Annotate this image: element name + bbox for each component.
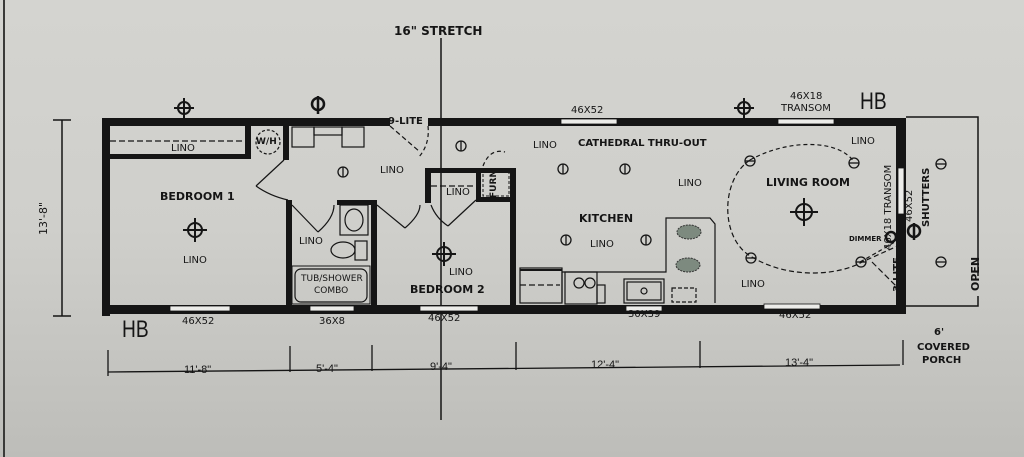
shutters-label: SHUTTERS: [921, 167, 932, 227]
bedroom2-closet-floor: LINO: [446, 187, 470, 198]
end-wall-window: 46X52: [904, 189, 915, 222]
living-floor-top: LINO: [851, 136, 875, 147]
bedroom1-label: BEDROOM 1: [160, 190, 235, 203]
bedroom1-floor: LINO: [183, 255, 207, 266]
bedroom2-label: BEDROOM 2: [410, 283, 485, 296]
window-bed1: 46X52: [182, 316, 215, 327]
hitch-label-right: HB: [860, 88, 887, 115]
dimension-1: 11'-8": [184, 364, 212, 376]
cathedral-label: CATHEDRAL THRU-OUT: [578, 138, 707, 149]
open-label: OPEN: [969, 256, 982, 291]
dimension-5: 13'-4": [785, 357, 814, 369]
window-bed2: 46X52: [428, 313, 461, 324]
window-living-top-size: 46X18: [790, 91, 823, 102]
living-floor-bottom: LINO: [741, 279, 765, 290]
window-living-top-transom: TRANSOM: [781, 103, 831, 114]
paper-edge: [3, 0, 5, 457]
stretch-title: 16" STRETCH: [394, 24, 483, 38]
dimension-2: 5'-4": [316, 363, 338, 375]
porch-size: 6': [934, 327, 945, 338]
porch-label-2: PORCH: [922, 355, 962, 366]
window-bath: 36X8: [319, 316, 345, 327]
tub-label-1: TUB/SHOWER: [301, 274, 363, 284]
bedroom2-floor: LINO: [449, 267, 473, 278]
window-living-bottom: 46X52: [779, 310, 812, 321]
living-room-label: LIVING ROOM: [766, 176, 850, 189]
end-wall-transom: 46X18 TRANSOM: [883, 164, 894, 250]
kitchen-floor-top: LINO: [533, 140, 557, 151]
kitchen-floor: LINO: [590, 239, 614, 250]
porch-label-1: COVERED: [917, 342, 970, 353]
entry-door-label: 9-LITE: [388, 116, 423, 127]
porch-door-label: 3-LITE: [892, 257, 903, 292]
dimension-4: 12'-4": [591, 359, 620, 371]
light-fixtures: [337, 140, 947, 268]
hitch-label-left: HB: [122, 316, 149, 343]
window-kitchen-bottom: 30X39: [628, 309, 661, 320]
hall-floor: LINO: [380, 165, 404, 176]
kitchen-floor-mid: LINO: [678, 178, 702, 189]
window-kitchen-top: 46X52: [571, 105, 604, 116]
dimension-3: 9'-4": [430, 361, 452, 373]
ceiling-fixtures: [183, 198, 818, 266]
tub-label-2: COMBO: [314, 286, 349, 296]
bath-floor: LINO: [299, 236, 323, 247]
water-heater-label: W/H: [256, 137, 277, 147]
width-dimension: 13'-8": [37, 201, 50, 235]
dimmer-label: DIMMER: [849, 235, 882, 243]
kitchen-label: KITCHEN: [579, 212, 634, 225]
bedroom1-closet-floor: LINO: [171, 143, 195, 154]
furnace-label: FURN: [489, 170, 499, 198]
